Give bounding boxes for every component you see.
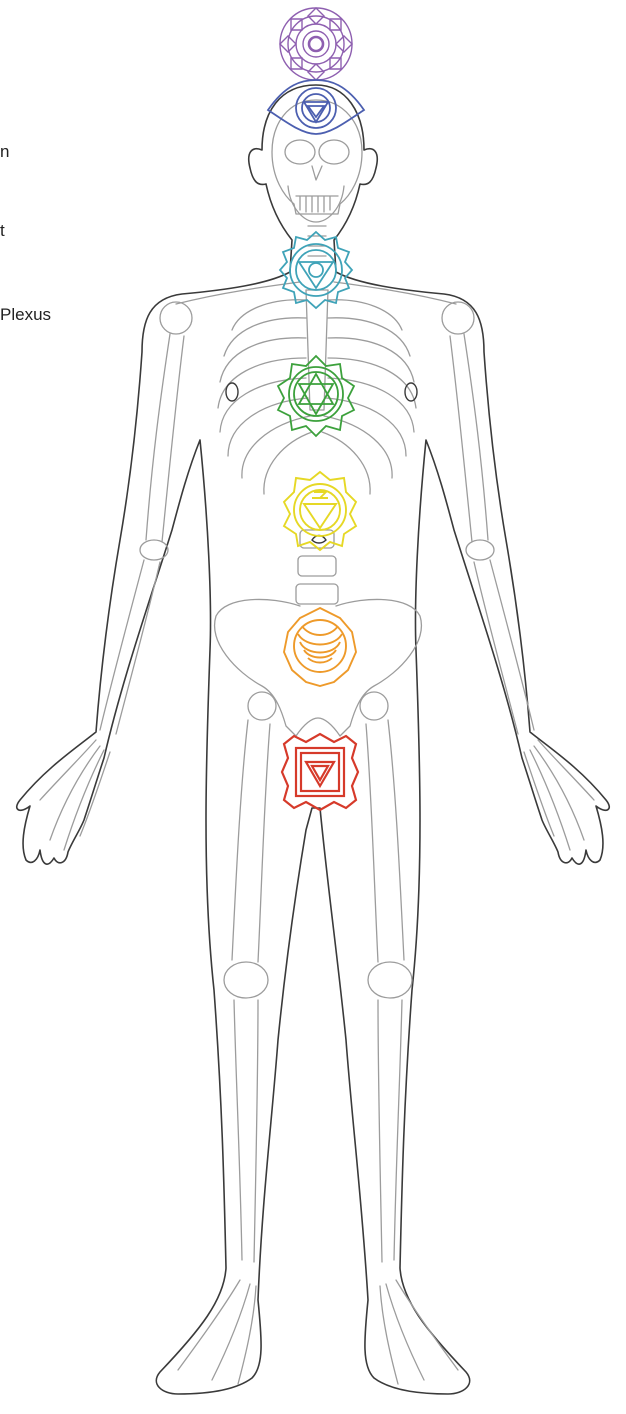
left-eye-socket (285, 140, 315, 164)
lumbar-spine (296, 530, 338, 604)
right-forearm (474, 560, 534, 734)
nasal-cavity (312, 166, 322, 180)
right-humerus (450, 334, 488, 542)
left-forearm (100, 560, 160, 734)
right-hip-socket (360, 692, 388, 720)
left-knee (224, 962, 268, 998)
clipped-label-fragment-2: t (0, 221, 5, 241)
triangle-lotus-icon (284, 472, 356, 550)
left-shoulder-joint (160, 302, 192, 334)
left-tibia (234, 1000, 258, 1262)
right-elbow (466, 540, 494, 560)
right-foot-bones (380, 1280, 458, 1384)
left-femur (232, 720, 270, 962)
right-femur (366, 720, 404, 962)
square-triangle-icon (282, 734, 358, 810)
clipped-label-fragment-3: Plexus (0, 305, 51, 325)
ribcage (218, 300, 416, 494)
crescent-lotus-icon (284, 608, 356, 686)
left-hip-socket (248, 692, 276, 720)
third-eye-icon (268, 80, 364, 134)
left-elbow (140, 540, 168, 560)
body-outline (17, 85, 610, 1394)
lotus-crown-icon (280, 8, 352, 80)
body-details (226, 383, 417, 543)
right-eye-socket (319, 140, 349, 164)
right-knee (368, 962, 412, 998)
left-foot-bones (178, 1280, 256, 1384)
right-shoulder-joint (442, 302, 474, 334)
teeth (296, 196, 338, 212)
right-tibia (378, 1000, 402, 1262)
jaw (288, 186, 344, 222)
clipped-label-fragment-1: n (0, 142, 9, 162)
throat-lotus-icon (280, 232, 352, 308)
left-humerus (146, 334, 184, 542)
skeleton (40, 100, 594, 1384)
left-hand-bones (40, 740, 110, 850)
hexagram-lotus-icon (278, 356, 354, 436)
left-nipple (226, 383, 238, 401)
